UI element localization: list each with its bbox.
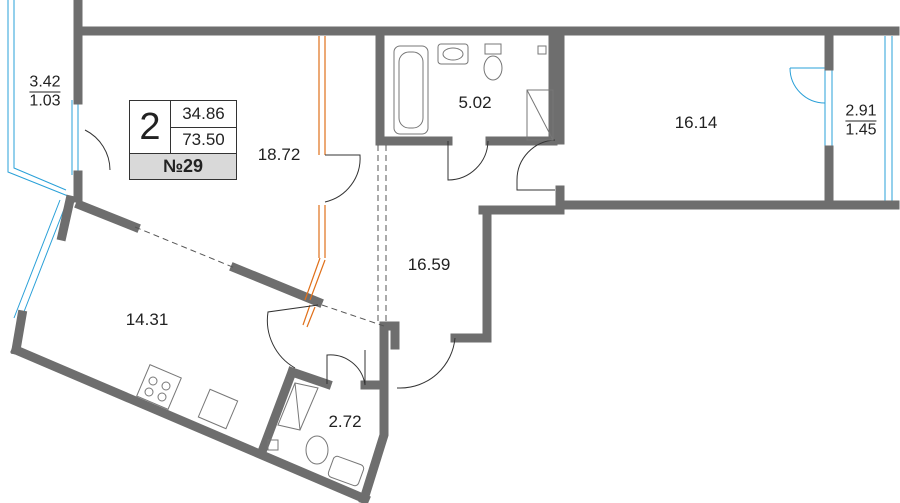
living-area: 34.86 (171, 101, 236, 128)
total-area: 73.50 (182, 130, 225, 150)
apartment-info-box: 2 34.86 73.50 №29 (129, 100, 237, 180)
apartment-number: №29 (130, 154, 236, 179)
wc-sink-icon (327, 455, 365, 487)
wc-toilet-icon (305, 435, 329, 465)
windows (7, 0, 893, 323)
toilet-icon (484, 43, 502, 55)
shower-icon (526, 89, 554, 141)
room-label-bathroom: 5.02 (458, 93, 492, 112)
room-count: 2 (130, 101, 171, 153)
room-label-bedroom: 16.14 (674, 113, 718, 132)
sink-icon (437, 43, 469, 65)
room-label-wc: 2.72 (328, 412, 362, 431)
fixtures (136, 43, 554, 487)
stove-icon (136, 364, 182, 410)
room-label-hall: 16.59 (407, 255, 451, 274)
doors-partitions (134, 36, 556, 389)
walls (10, 0, 900, 503)
room-label-living: 18.72 (257, 145, 301, 164)
kitchen-sink-icon (197, 388, 239, 430)
bathtub-icon (393, 45, 429, 135)
room-label-kitchen: 14.31 (125, 310, 169, 329)
